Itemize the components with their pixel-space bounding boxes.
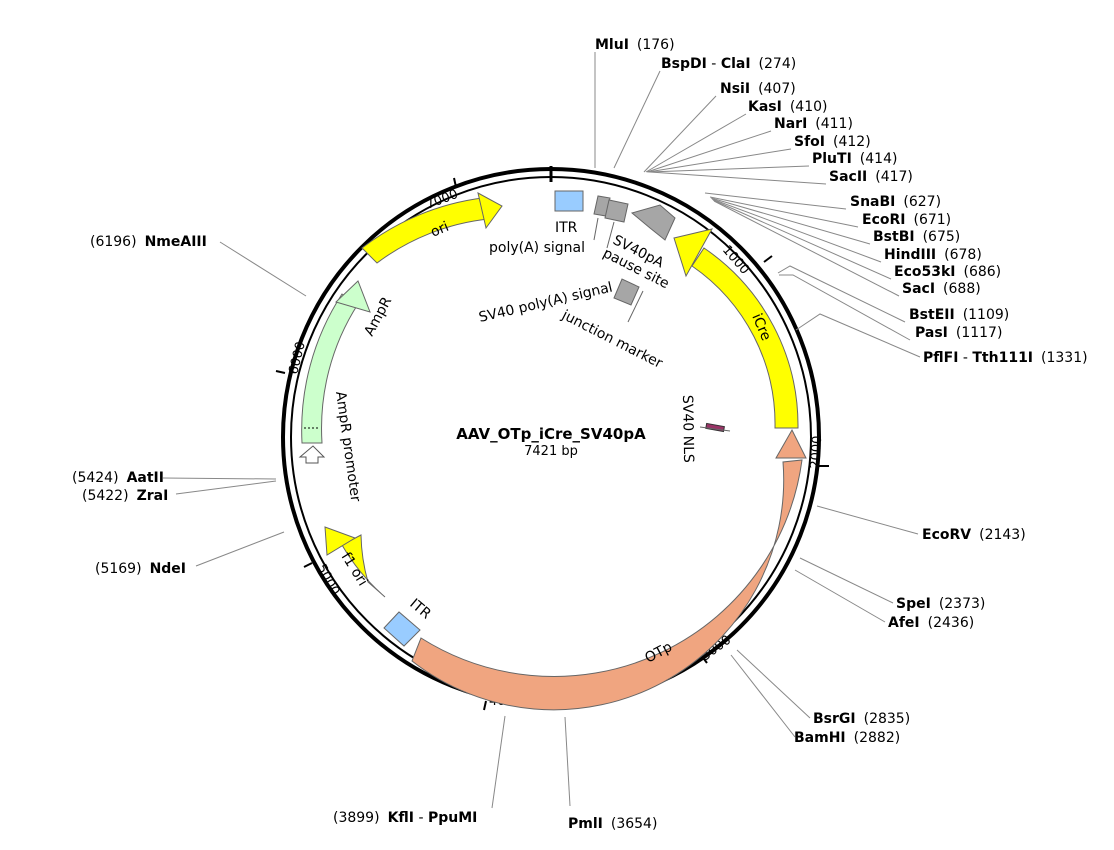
kfli-leader (491, 715, 506, 809)
site-labels: MluI(176) BspDI - ClaI(274) NsiI(407) Ka… (72, 37, 1088, 832)
site-label-bsrgi: BsrGI(2835) (813, 711, 910, 727)
site-label-snabi: SnaBI(627) (850, 194, 941, 210)
site-label-mlui: MluI(176) (595, 37, 675, 53)
ampr-promoter-label: AmpR promoter (332, 390, 363, 503)
site-label-aatii: (5424)AatII (72, 470, 164, 486)
site-label-ecori: EcoRI(671) (862, 212, 951, 228)
site-label-eco53ki: Eco53kI(686) (894, 264, 1001, 280)
site-label-hindiii: HindIII(678) (884, 247, 982, 263)
sv40-junction-label: SV40 poly(A) signal (477, 280, 614, 326)
ecorv-leader (816, 505, 919, 535)
aatii-leader (162, 477, 277, 480)
ecori-leader (709, 196, 859, 228)
ori-label: ori (428, 219, 451, 241)
site-label-nmeaiii: (6196)NmeAIII (90, 234, 207, 250)
bspdi-leader (613, 70, 661, 169)
eco53ki-leader (712, 199, 892, 280)
sv40-pause-block-1 (593, 195, 611, 217)
tick-mark-4000 (483, 700, 487, 711)
hindiii-leader (711, 198, 882, 263)
sacii-leader (649, 171, 827, 185)
icre-arrowhead (673, 228, 713, 278)
saci-leader (713, 200, 900, 297)
bstbi-leader (710, 197, 871, 245)
otp-arrowhead (775, 428, 807, 459)
ampr-promoter-arrow (298, 445, 326, 464)
itr-left-label: ITR (555, 220, 578, 236)
tick-label-6000: 6000 (286, 340, 309, 376)
itr-right-block (383, 611, 421, 647)
sv40-pause-block-2 (604, 199, 629, 223)
tick-label-5000: 5000 (313, 562, 342, 598)
sv40-nls-line (699, 426, 731, 432)
pflfi-leader (795, 313, 921, 358)
pasi-leader (779, 274, 911, 341)
plasmid-length: 7421 bp (524, 444, 578, 459)
site-label-sfoi: SfoI(412) (794, 134, 871, 150)
site-label-pluti: PluTI(414) (812, 151, 897, 167)
site-leader-lines (162, 52, 921, 809)
nsii-leader (643, 95, 717, 173)
itr-left-polya-label: poly(A) signal (489, 240, 585, 256)
site-label-saci: SacI(688) (902, 281, 981, 297)
sfoi-leader (647, 148, 792, 173)
ori-arrowhead (477, 192, 503, 230)
sv40-pause-arrow (630, 204, 676, 241)
sv40-pause-connector-1 (593, 217, 599, 241)
site-label-nari: NarI(411) (774, 116, 853, 132)
nmeaiii-leader (219, 241, 307, 297)
tick-label-2000: 2000 (808, 435, 825, 469)
spei-leader (799, 557, 894, 604)
otp-arrow (411, 459, 803, 711)
afei-leader (794, 569, 886, 623)
zrai-leader (175, 480, 277, 495)
site-label-pflfi-tth111i: PflFI - Tth111I(1331) (923, 350, 1088, 366)
sv40-junction-block (613, 278, 640, 306)
site-label-pasi: PasI(1117) (915, 325, 1002, 341)
tick-mark-7000 (453, 177, 457, 188)
tick-mark-6000 (275, 370, 286, 374)
nari-leader (646, 130, 772, 173)
sv40-junction-connector (627, 290, 644, 323)
kasi-leader (645, 113, 747, 173)
site-label-ndei: (5169)NdeI (95, 561, 186, 577)
site-label-kasi: KasI(410) (748, 99, 828, 115)
site-label-afei: AfeI(2436) (888, 615, 974, 631)
f1-ori-label: f1 ori (338, 550, 371, 589)
itr-right-label: ITR (406, 596, 434, 623)
site-label-zrai: (5422)ZraI (82, 488, 168, 504)
site-label-kfli-ppumi: (3899)KflI - PpuMI (333, 810, 477, 826)
plasmid-name: AAV_OTp_iCre_SV40pA (456, 425, 646, 443)
site-label-bspdi-clai: BspDI - ClaI(274) (661, 56, 796, 72)
sv40-pause-connector-2 (606, 221, 615, 249)
site-label-pmli: PmlI(3654) (568, 816, 657, 832)
pluti-leader (648, 165, 810, 173)
bsteii-leader (777, 265, 906, 323)
ampr-arrowhead (335, 280, 371, 313)
sv40-junction-label-2: junction marker (558, 307, 665, 372)
ampr-label: AmpR (361, 294, 395, 339)
pmli-leader (564, 716, 571, 807)
f1-ori-arrowhead (324, 526, 357, 556)
site-label-sacii: SacII(417) (829, 169, 913, 185)
site-label-spei: SpeI(2373) (896, 596, 985, 612)
sv40-nls-label: SV40 NLS (679, 395, 696, 463)
ndei-leader (195, 531, 285, 567)
itr-left-block (554, 190, 584, 212)
bsrgi-leader (736, 649, 811, 719)
tick-mark-1000 (763, 255, 773, 263)
snabi-leader (704, 192, 847, 210)
icre-arrow (691, 247, 799, 429)
bamhi-leader (730, 654, 796, 738)
tick-mark-5000 (303, 562, 313, 568)
site-label-bstbi: BstBI(675) (873, 229, 960, 245)
site-label-bamhi: BamHI(2882) (794, 730, 900, 746)
site-label-bsteii: BstEII(1109) (909, 307, 1009, 323)
site-label-nsii: NsiI(407) (720, 81, 796, 97)
site-label-ecorv: EcoRV(2143) (922, 527, 1026, 543)
